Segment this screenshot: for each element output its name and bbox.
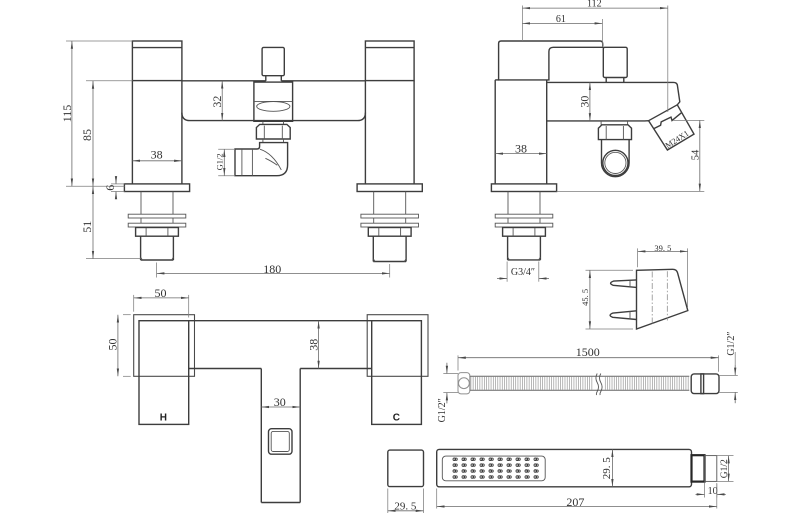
svg-text:G1/2: G1/2 [215,153,225,170]
svg-text:G3/4″: G3/4″ [511,267,535,278]
svg-text:112: 112 [587,0,602,10]
svg-text:C: C [393,412,400,423]
svg-text:61: 61 [556,14,566,25]
svg-text:30: 30 [274,395,286,409]
svg-text:115: 115 [60,105,74,123]
svg-text:29. 5: 29. 5 [394,501,417,513]
svg-text:54: 54 [691,149,702,160]
svg-text:G1/2″: G1/2″ [437,398,448,422]
svg-text:H: H [160,412,167,423]
svg-text:51: 51 [80,221,94,233]
svg-text:38: 38 [306,339,320,351]
svg-text:G1/2″: G1/2″ [726,332,737,356]
svg-text:180: 180 [263,262,281,276]
svg-text:32: 32 [210,96,224,108]
svg-text:38: 38 [151,147,163,161]
svg-text:6: 6 [103,185,117,191]
svg-text:10: 10 [708,486,718,497]
svg-text:30: 30 [578,96,592,108]
svg-text:50: 50 [106,339,120,351]
svg-text:207: 207 [566,495,584,509]
svg-text:1500: 1500 [576,345,600,359]
svg-text:38: 38 [515,142,527,156]
svg-text:85: 85 [80,129,94,141]
svg-text:45. 5: 45. 5 [580,289,590,306]
svg-text:50: 50 [155,286,167,300]
svg-text:G1/2: G1/2 [720,459,730,478]
svg-text:29. 5: 29. 5 [601,457,613,480]
svg-text:39. 5: 39. 5 [654,243,671,253]
